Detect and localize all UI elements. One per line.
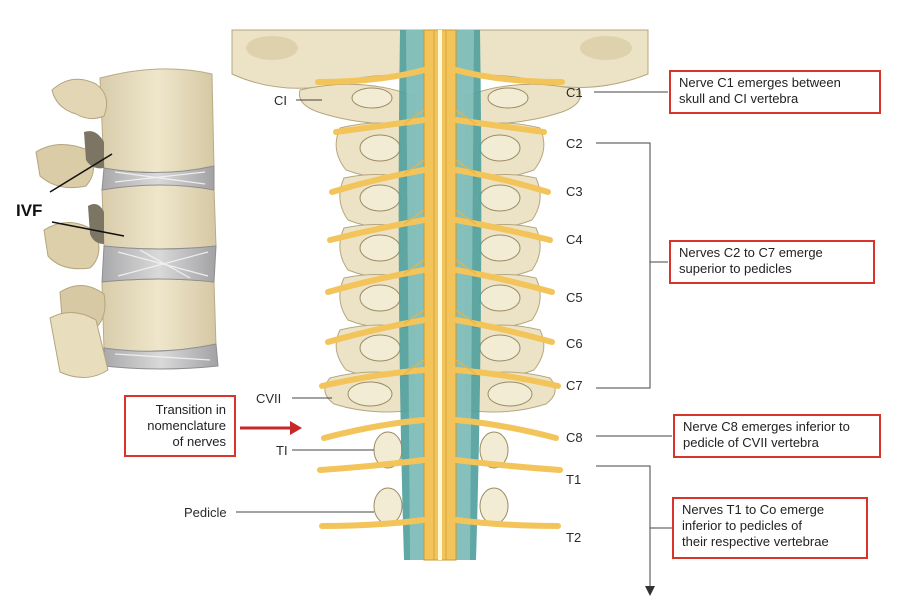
callout-t1-co: Nerves T1 to Co emerge inferior to pedic… (672, 497, 868, 559)
c7-label: C7 (566, 378, 583, 393)
down-arrow-icon (645, 586, 655, 596)
c4-label: C4 (566, 232, 583, 247)
c1-label: C1 (566, 85, 583, 100)
pedicle-label: Pedicle (184, 505, 227, 520)
lateral-vertebrae-illustration (35, 68, 219, 378)
right-connector-lines (594, 91, 672, 588)
c8-label: C8 (566, 430, 583, 445)
ti-label: TI (276, 443, 288, 458)
cvii-label: CVII (256, 391, 281, 406)
t2-label: T2 (566, 530, 581, 545)
callout-c2-c7: Nerves C2 to C7 emerge superior to pedic… (669, 240, 875, 284)
ivf-label: IVF (16, 201, 42, 220)
t1-label: T1 (566, 472, 581, 487)
ci-label: CI (274, 93, 287, 108)
callout-c1: Nerve C1 emerges between skull and CI ve… (669, 70, 881, 114)
callout-c8: Nerve C8 emerges inferior to pedicle of … (673, 414, 881, 458)
spinal-cord-diagram (231, 29, 649, 561)
left-leader-lines (236, 99, 374, 513)
c3-label: C3 (566, 184, 583, 199)
callout-transition: Transition in nomenclature of nerves (124, 395, 236, 457)
c5-label: C5 (566, 290, 583, 305)
c2-label: C2 (566, 136, 583, 151)
c6-label: C6 (566, 336, 583, 351)
transition-arrow-icon (240, 421, 302, 435)
